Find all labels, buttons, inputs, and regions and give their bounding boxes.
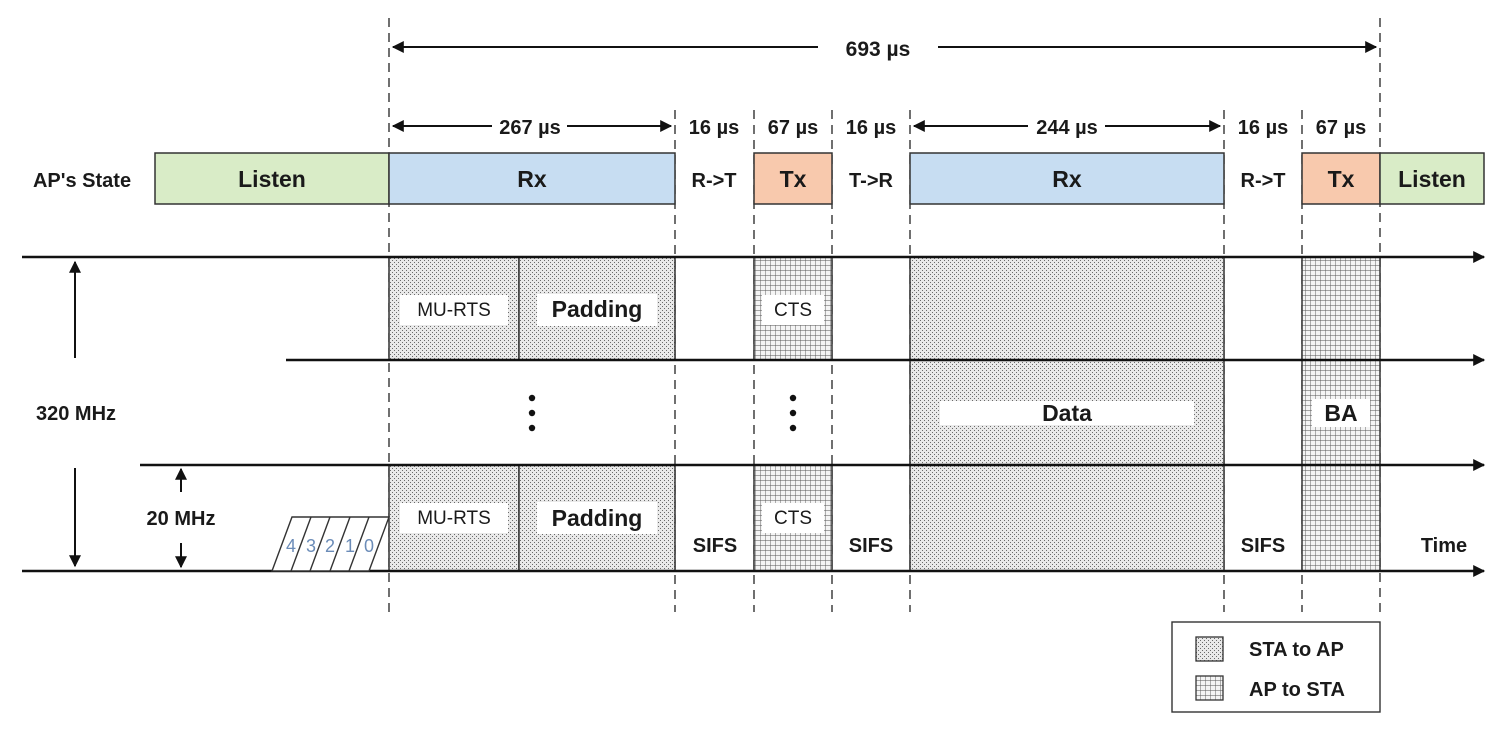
- duration-16-b: 16 µs: [846, 117, 896, 139]
- cts-top-label: CTS: [774, 300, 812, 321]
- sifs-label-3: SIFS: [1241, 535, 1285, 557]
- legend-swatch-ap-to-sta: [1195, 675, 1224, 701]
- legend-swatch-sta-to-ap: [1195, 636, 1224, 662]
- data-label: Data: [1042, 400, 1092, 426]
- bandwidth-320: 320 MHz: [36, 260, 116, 568]
- backoff-slot-4: 4: [286, 536, 296, 556]
- time-label: Time: [1421, 535, 1467, 557]
- duration-267: 267 µs: [499, 117, 561, 139]
- duration-16-a: 16 µs: [689, 117, 739, 139]
- legend-sta-to-ap: STA to AP: [1249, 639, 1344, 661]
- murts-top-label: MU-RTS: [417, 300, 491, 321]
- state-listen-2: [1379, 152, 1485, 205]
- padding-top-label: Padding: [552, 296, 643, 322]
- total-duration: 693 µs: [391, 38, 1378, 61]
- bandwidth-20-label: 20 MHz: [147, 508, 216, 530]
- state-rx-1-label: Rx: [517, 166, 547, 192]
- state-rx-2: [909, 152, 1225, 205]
- cts-bottom-label: CTS: [774, 508, 812, 529]
- padding-bottom-label: Padding: [552, 505, 643, 531]
- segment-durations: 267 µs 16 µs 67 µs 16 µs 244 µs 16 µs 67…: [391, 117, 1366, 139]
- backoff-slot-3: 3: [306, 536, 316, 556]
- duration-67-b: 67 µs: [1316, 117, 1366, 139]
- sifs-label-2: SIFS: [849, 535, 893, 557]
- state-listen-1: [154, 152, 390, 205]
- bandwidth-320-label: 320 MHz: [36, 403, 116, 425]
- backoff-slots: 4 3 2 1 0: [270, 516, 391, 572]
- legend-ap-to-sta: AP to STA: [1249, 679, 1345, 701]
- ellipsis-marks: [528, 394, 797, 432]
- ap-state-row: AP's State Listen Rx R->T Tx T->R Rx R->…: [33, 152, 1485, 205]
- state-tx-2-label: Tx: [1328, 166, 1355, 192]
- state-tr-label: T->R: [849, 170, 893, 192]
- state-listen-2-label: Listen: [1398, 166, 1466, 192]
- duration-16-c: 16 µs: [1238, 117, 1288, 139]
- duration-67-a: 67 µs: [768, 117, 818, 139]
- state-rx-1: [388, 152, 676, 205]
- backoff-slot-0: 0: [364, 536, 374, 556]
- state-rt-2-label: R->T: [1241, 170, 1286, 192]
- gap-labels: SIFS SIFS SIFS Time: [693, 535, 1467, 557]
- backoff-slot-2: 2: [325, 536, 335, 556]
- duration-244: 244 µs: [1036, 117, 1098, 139]
- frames: MU-RTS Padding MU-RTS Padding CTS CTS Da…: [388, 256, 1381, 572]
- state-tx-1: [753, 152, 833, 205]
- murts-bottom-label: MU-RTS: [417, 508, 491, 529]
- time-axes: [22, 251, 1486, 577]
- state-listen-1-label: Listen: [238, 166, 306, 192]
- state-rt-1-label: R->T: [692, 170, 737, 192]
- ba-label: BA: [1324, 400, 1357, 426]
- sifs-label-1: SIFS: [693, 535, 737, 557]
- legend: STA to AP AP to STA: [1171, 621, 1381, 713]
- ap-state-label: AP's State: [33, 170, 131, 192]
- backoff-slot-1: 1: [345, 536, 355, 556]
- state-rx-2-label: Rx: [1052, 166, 1082, 192]
- state-tx-1-label: Tx: [780, 166, 807, 192]
- bandwidth-20: 20 MHz: [147, 467, 216, 569]
- total-duration-label: 693 µs: [846, 38, 911, 61]
